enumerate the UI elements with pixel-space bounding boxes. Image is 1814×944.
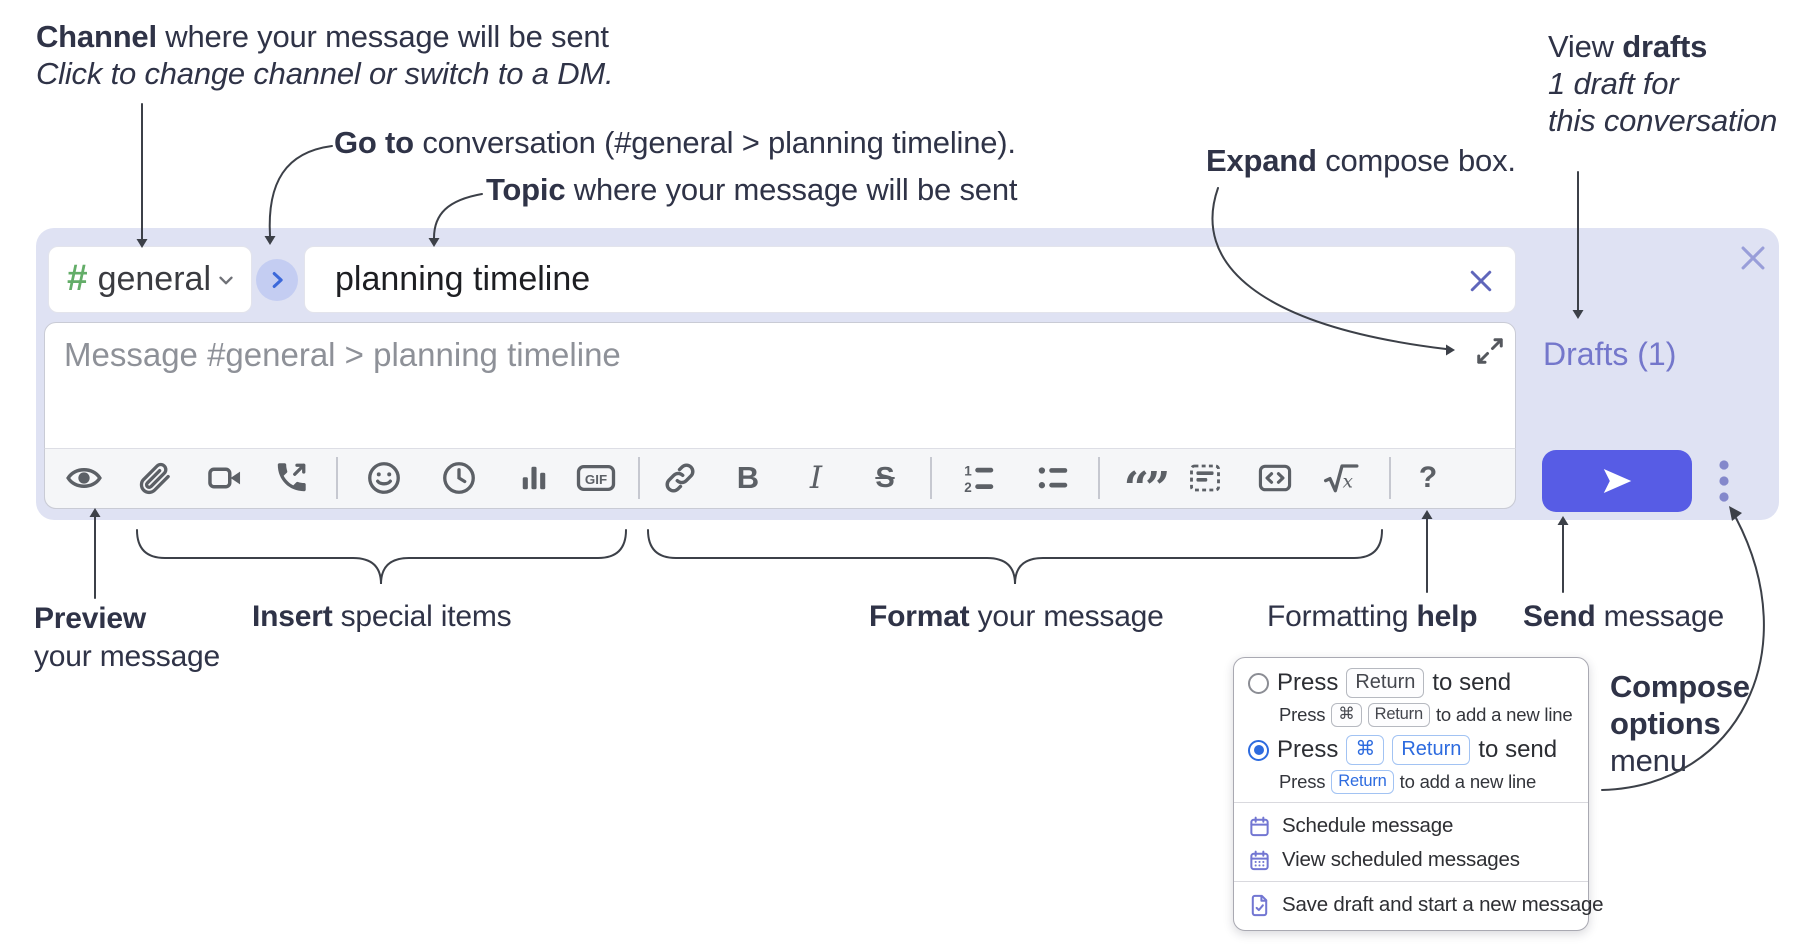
formatting-help-label: Formatting help — [1267, 600, 1478, 633]
send-option-return-subtext: Press ⌘ Return to add a new line — [1279, 703, 1573, 727]
math-icon[interactable]: x — [1317, 454, 1365, 502]
code-icon[interactable] — [1251, 454, 1299, 502]
spoiler-icon[interactable] — [1181, 454, 1229, 502]
send-option-return[interactable]: Press Return to send — [1248, 668, 1574, 698]
svg-text:x: x — [1343, 471, 1354, 492]
view-drafts-annotation: View drafts 1 draft for this conversatio… — [1548, 29, 1778, 138]
svg-text:GIF: GIF — [585, 472, 607, 487]
expand-annotation: Expand compose box. — [1206, 143, 1516, 178]
channel-hash-icon: # — [67, 257, 88, 298]
send-options-popup: Press Return to send Press ⌘ Return to a… — [1233, 657, 1604, 931]
quote-icon[interactable]: “” — [1123, 463, 1171, 514]
preview-eye-icon[interactable] — [60, 454, 108, 502]
toolbar-divider — [930, 457, 932, 499]
calendar-grid-icon — [1248, 849, 1271, 872]
preview-label: Preview your message — [34, 602, 221, 673]
channel-annotation-italic: Click to change channel or switch to a D… — [36, 56, 614, 91]
voice-call-icon[interactable] — [267, 454, 315, 502]
vertical-dots-icon — [1719, 460, 1729, 502]
clear-topic-icon[interactable] — [1466, 266, 1496, 296]
svg-text:2: 2 — [964, 480, 972, 495]
send-option-cmd-return[interactable]: Press ⌘ Return to send — [1248, 735, 1574, 765]
emoji-icon[interactable] — [360, 454, 408, 502]
draft-check-icon — [1248, 894, 1271, 917]
radio-unselected[interactable] — [1248, 672, 1269, 694]
chevron-right-icon — [272, 272, 283, 288]
return-key-chip: Return — [1367, 703, 1430, 727]
attach-file-icon[interactable] — [130, 454, 178, 502]
channel-annotation-bold: Channel — [36, 19, 157, 54]
insert-label: Insert special items — [252, 600, 512, 633]
topic-input[interactable] — [304, 246, 1516, 313]
cmd-key-chip: ⌘ — [1331, 703, 1362, 727]
topic-annotation: Topic where your message will be sent — [486, 172, 1018, 207]
compose-options-menu-button[interactable] — [1705, 452, 1743, 510]
send-button[interactable] — [1542, 450, 1692, 512]
menu-item-schedule-message[interactable]: Schedule message — [1248, 809, 1574, 843]
goto-conversation-button[interactable] — [256, 259, 298, 301]
formatting-help-icon[interactable]: ? — [1418, 461, 1438, 494]
cmd-key-chip: ⌘ — [1346, 735, 1385, 765]
send-plane-icon — [1603, 469, 1632, 493]
italic-icon[interactable]: I — [809, 460, 823, 496]
popup-divider — [1234, 881, 1588, 882]
format-brace — [647, 529, 1383, 585]
toolbar-divider — [1098, 457, 1100, 499]
send-option-cmd-return-subtext: Press Return to add a new line — [1279, 770, 1537, 794]
gif-icon[interactable]: GIF — [572, 454, 620, 502]
strikethrough-icon[interactable]: S — [875, 461, 895, 494]
goto-arrow-line — [268, 145, 333, 237]
format-label: Format your message — [869, 600, 1164, 633]
insert-brace — [136, 529, 627, 585]
toolbar-divider — [638, 457, 640, 499]
poll-icon[interactable] — [510, 454, 558, 502]
link-icon[interactable] — [656, 454, 704, 502]
channel-name: general — [97, 260, 211, 298]
message-input[interactable] — [64, 330, 1444, 380]
compose-toolbar — [44, 448, 1516, 509]
close-compose-icon[interactable] — [1736, 241, 1770, 275]
send-label: Send message — [1523, 600, 1725, 633]
calendar-icon — [1248, 815, 1271, 838]
expand-compose-icon[interactable] — [1475, 336, 1507, 368]
channel-annotation-rest: where your message will be sent — [156, 19, 609, 54]
svg-text:1: 1 — [964, 464, 972, 479]
toolbar-divider — [336, 457, 338, 499]
compose-options-label: Compose options menu — [1610, 669, 1750, 778]
time-icon[interactable] — [435, 454, 483, 502]
return-key-chip: Return — [1346, 668, 1425, 698]
popup-divider — [1234, 802, 1588, 803]
return-key-chip: Return — [1331, 770, 1394, 794]
radio-selected[interactable] — [1248, 739, 1269, 761]
bold-icon[interactable]: B — [736, 460, 760, 495]
video-call-icon[interactable] — [201, 454, 249, 502]
bulleted-list-icon[interactable] — [1029, 454, 1077, 502]
menu-item-view-scheduled[interactable]: View scheduled messages — [1248, 843, 1574, 877]
return-key-chip: Return — [1392, 735, 1471, 765]
chevron-down-icon — [219, 276, 233, 284]
goto-annotation: Go to conversation (#general > planning … — [334, 125, 1016, 160]
drafts-link[interactable]: Drafts (1) — [1543, 336, 1677, 372]
toolbar-divider — [1389, 457, 1391, 499]
menu-item-save-draft[interactable]: Save draft and start a new message — [1248, 888, 1604, 922]
channel-annotation: Channel where your message will be sent … — [36, 18, 614, 92]
channel-selector[interactable]: # general — [48, 246, 252, 313]
